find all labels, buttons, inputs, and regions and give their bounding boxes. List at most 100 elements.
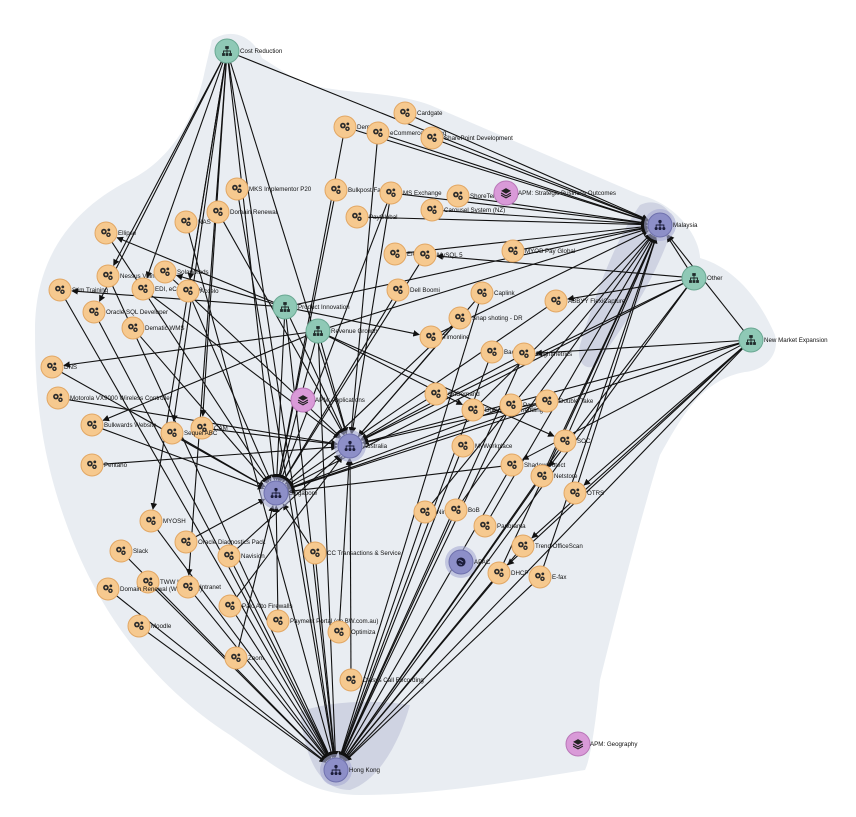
node-cardgate[interactable]: Cardgate <box>393 101 443 125</box>
node-payment-portal[interactable]: Payment Portal (on BW.com.au) <box>266 609 378 633</box>
node-cost-reduction[interactable]: Cost Reduction <box>214 38 283 64</box>
node-intranet[interactable]: Intranet <box>176 575 221 599</box>
node-sharepoint-dev[interactable]: SharePoint Development <box>420 126 513 150</box>
edge-cc_transactions-to-singapore <box>282 503 310 545</box>
node-label: Other <box>707 275 722 282</box>
node-nessus[interactable]: Nessus Vulner... <box>96 264 165 288</box>
node-apm-strategic[interactable]: APM: Strategic Business Outcomes <box>493 180 616 206</box>
edge-new_market-to-dhcp <box>507 347 743 566</box>
node-apm-geography[interactable]: APM: Geography <box>565 731 638 757</box>
node-label: DNS <box>64 364 77 371</box>
node-nas[interactable]: NAS <box>174 210 211 234</box>
node-australia[interactable]: Australia <box>334 430 388 462</box>
edge-solarwinds-to-australia <box>172 279 342 438</box>
node-oracle-sql[interactable]: Oracle SQL Developer <box>82 300 168 324</box>
node-stim-training[interactable]: Stim Training <box>48 278 109 302</box>
edge-carousel-to-malaysia <box>442 210 648 228</box>
node-hong-kong[interactable]: Hong Kong <box>320 754 381 786</box>
node-shoretel[interactable]: ShoreTel <box>446 184 494 208</box>
node-navision[interactable]: Navision <box>217 544 265 568</box>
node-soc[interactable]: SOC <box>553 429 591 453</box>
node-myosh[interactable]: MYOSH <box>139 509 186 533</box>
node-dns[interactable]: DNS <box>40 355 77 379</box>
node-otrs[interactable]: OTRS <box>563 481 604 505</box>
edge-abbyy-to-singapore <box>286 306 548 487</box>
node-mks-impl[interactable]: MKS Implementor P20 <box>225 177 312 201</box>
node-label: Motorola VX9000 Wireless Controller <box>70 395 172 402</box>
node-myworkplace[interactable]: MyWorkplace <box>451 434 513 458</box>
node-domain-renewal[interactable]: Domain Renewal <box>206 200 277 224</box>
node-caplink[interactable]: Caplink <box>470 281 516 305</box>
node-carousel[interactable]: Carousel System (NZ) <box>420 198 505 222</box>
node-oracle-diag[interactable]: Oracle Diagnostics Pack <box>174 530 266 554</box>
node-pentaho[interactable]: Pentaho <box>80 453 128 477</box>
node-apm-applications[interactable]: APM: Applications <box>290 387 365 413</box>
node-revenue-growth[interactable]: Revenue Growth <box>305 318 378 344</box>
node-zoom[interactable]: Zoom <box>224 646 264 670</box>
node-dell-boomi[interactable]: Dell Boomi <box>386 278 440 302</box>
node-palo-alto[interactable]: Palo Alto Firewalls <box>218 594 293 618</box>
edge-ondemand-to-australia <box>360 399 427 440</box>
edge-new_market-to-singapore <box>287 343 740 491</box>
edge-revenue_growth-to-singapore <box>277 342 316 482</box>
node-other[interactable]: Other <box>681 265 722 291</box>
node-label: Oracle Diagnostics Pack <box>198 539 266 546</box>
edge-stim_training-to-hong_kong <box>65 299 330 760</box>
node-panorama[interactable]: Panorama <box>473 514 526 538</box>
edge-revenue_growth-to-bulkwards <box>102 335 308 422</box>
node-ellipse[interactable]: Ellipse <box>94 221 137 245</box>
node-moodle[interactable]: Moodle <box>127 614 172 638</box>
node-domain-renewal-workplace[interactable]: Domain Renewal (Workplace) <box>96 577 202 601</box>
node-bulkpost-fax[interactable]: Bulkpost Fax <box>324 178 385 202</box>
node-sequel-abc[interactable]: Sequel ABC <box>160 421 218 445</box>
node-new-market[interactable]: New Market Expansion <box>738 327 828 353</box>
edge-backup-to-hong_kong <box>339 362 489 759</box>
node-label: Snap shoting - DR <box>472 315 523 322</box>
node-double-take[interactable]: Double Take <box>535 389 594 413</box>
edge-myob-to-malaysia <box>523 225 648 250</box>
node-efax[interactable]: E-fax <box>528 565 567 589</box>
edge-efax-to-malaysia <box>543 236 658 567</box>
node-timonline[interactable]: Timonline <box>419 325 470 349</box>
node-motorola[interactable]: Motorola VX9000 Wireless Controller <box>46 386 172 410</box>
node-myob[interactable]: MYOB Pay Global <box>501 239 575 263</box>
node-optimiza[interactable]: Optimiza <box>327 620 376 644</box>
node-cam[interactable]: CAM <box>190 416 228 440</box>
node-malaysia[interactable]: Malaysia <box>644 209 698 241</box>
node-slack[interactable]: Slack <box>109 539 149 563</box>
node-bulkwards[interactable]: Bulkwards Website <box>80 413 157 437</box>
edge-intranet-to-hong_kong <box>194 595 329 761</box>
node-brightmetrics[interactable]: Brightmetrics <box>512 342 572 366</box>
node-accelo[interactable]: Accelo <box>176 279 219 303</box>
node-bob[interactable]: BoB <box>444 498 480 522</box>
node-label: ABBYY FlexiCapture <box>568 298 626 305</box>
node-apac[interactable]: APAC <box>445 546 491 578</box>
edge-oracle_diag-to-singapore <box>195 498 266 538</box>
node-label: New Market Expansion <box>764 337 828 344</box>
node-trend-officescan[interactable]: Trend OfficeScan <box>511 534 583 558</box>
node-ondemand[interactable]: OnDemand <box>424 382 480 406</box>
node-ecommerce-hosting[interactable]: eCommerce Hosting <box>366 121 447 145</box>
edge-ms_exchange-to-singapore <box>279 203 388 482</box>
edge-netstore-to-hong_kong <box>343 484 537 760</box>
edge-product_innovation-to-ellipse <box>116 236 275 303</box>
node-cc-transactions[interactable]: CC Transactions & Service <box>303 541 401 565</box>
node-singapore[interactable]: Singapore <box>260 477 318 509</box>
node-label: MyWorkplace <box>475 443 513 450</box>
node-label: MySQL 5 <box>437 252 463 259</box>
node-abbyy[interactable]: ABBYY FlexiCapture <box>544 289 626 313</box>
node-mysql5[interactable]: MySQL 5 <box>413 243 463 267</box>
node-netstore[interactable]: Netstore <box>530 464 578 488</box>
node-dhcp[interactable]: DHCP <box>487 561 529 585</box>
node-snap-shotting[interactable]: Snap shoting - DR <box>448 306 523 330</box>
edge-accelo-to-singapore <box>191 300 272 482</box>
edge-oracle_sql-to-hong_kong <box>98 321 331 760</box>
node-daisys[interactable]: Daisys Call Recording <box>339 668 424 692</box>
node-demo[interactable]: Demo <box>333 115 374 139</box>
edge-snap_shotting-to-singapore <box>284 325 453 485</box>
node-paygloball[interactable]: PayGlobal <box>345 205 398 229</box>
node-ms-exchange[interactable]: MS Exchange <box>379 181 442 205</box>
node-solarwinds[interactable]: SolarWinds <box>153 260 209 284</box>
node-dematic[interactable]: Dematic WMS <box>121 316 185 340</box>
node-product-innovation[interactable]: Product Innovation <box>272 294 350 320</box>
